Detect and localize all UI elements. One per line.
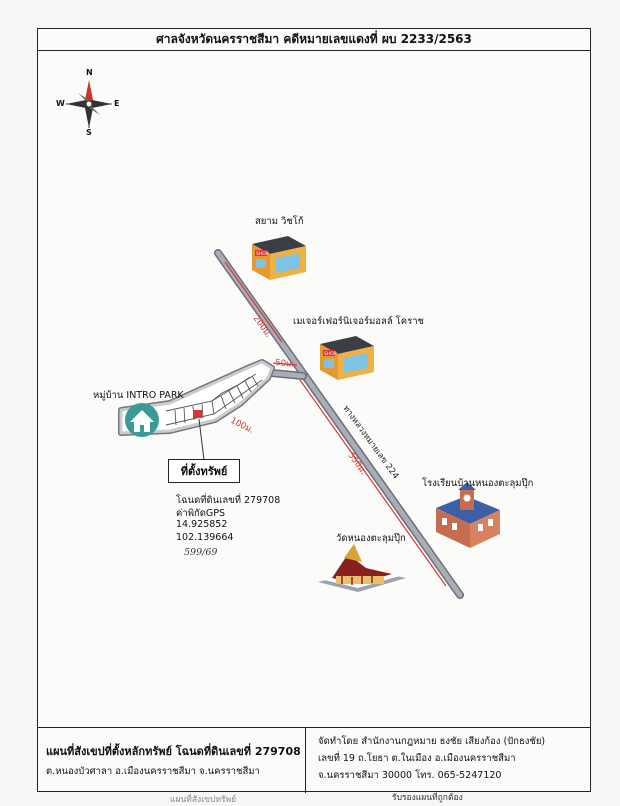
distance-line-550 [299,379,447,587]
certify-stamp: รับรองแผนที่ถูกต้อง [392,793,463,803]
village-label: หมู่บ้าน INTRO PARK [93,390,184,401]
deed-number: โฉนดที่ดินเลขที่ 279708 [176,495,281,506]
compass-south: S [86,128,92,137]
gps-longitude: 102.139664 [176,532,234,543]
distance-label-50: 50ม. [275,358,295,370]
shop-sign-text: SHOP [324,351,337,357]
school-label: โรงเรียนบ้านหนองตะลุมปุ๊ก [422,478,534,489]
property-lot-marker [193,410,202,418]
footer-address-line2: จ.นครราชสีมา 30000 โทร. 065-5247120 [318,770,502,781]
shop1-label: สยาม วิชโก้ [255,216,304,227]
temple-label: วัดหนองตะลุมปุ๊ก [336,533,406,544]
school-icon [436,482,500,548]
handwritten-note: 599/69 [184,547,218,558]
gps-latitude: 14.925852 [176,519,228,530]
compass-rose-icon [66,80,112,128]
shop-sign-text: SHOP [256,251,269,257]
shop-icon: SHOP [252,236,306,280]
shop-icon: SHOP [320,336,374,380]
temple-icon [318,544,406,592]
distance-line-50 [272,362,298,366]
footer-address-line1: เลขที่ 19 ถ.โยธา ต.ในเมือง อ.เมืองนครราช… [318,753,516,764]
compass-west: W [56,99,65,108]
footer-address: ต.หนองบัวศาลา อ.เมืองนครราชสีมา จ.นครราช… [46,766,260,777]
shop2-label: เมเจอร์เฟอร์นิเจอร์มอลล์ โคราช [293,316,425,327]
footer-divider [305,728,306,793]
compass-east: E [114,99,120,108]
footer-prepared-by: จัดทำโดย สำนักงานกฎหมาย ธงชัย เสียงก้อง … [318,736,546,747]
footer-title: แผนที่สังเขปที่ตั้งหลักทรัพย์ โฉนดที่ดิน… [46,745,301,758]
house-icon [125,403,159,437]
distance-line-200 [224,261,283,343]
property-location-box: ที่ตั้งทรัพย์ [168,459,240,483]
footer: แผนที่สังเขปที่ตั้งหลักทรัพย์ โฉนดที่ดิน… [38,727,590,793]
court-header: ศาลจังหวัดนครราชสีมา คดีหมายเลขแดงที่ ผบ… [38,29,590,51]
bottom-left-stamp: แผนที่สังเขปทรัพย์ [170,795,237,805]
gps-label: ค่าพิกัดGPS [176,508,225,519]
distance-label-100: 100ม. [229,416,255,436]
compass-north: N [86,68,93,77]
